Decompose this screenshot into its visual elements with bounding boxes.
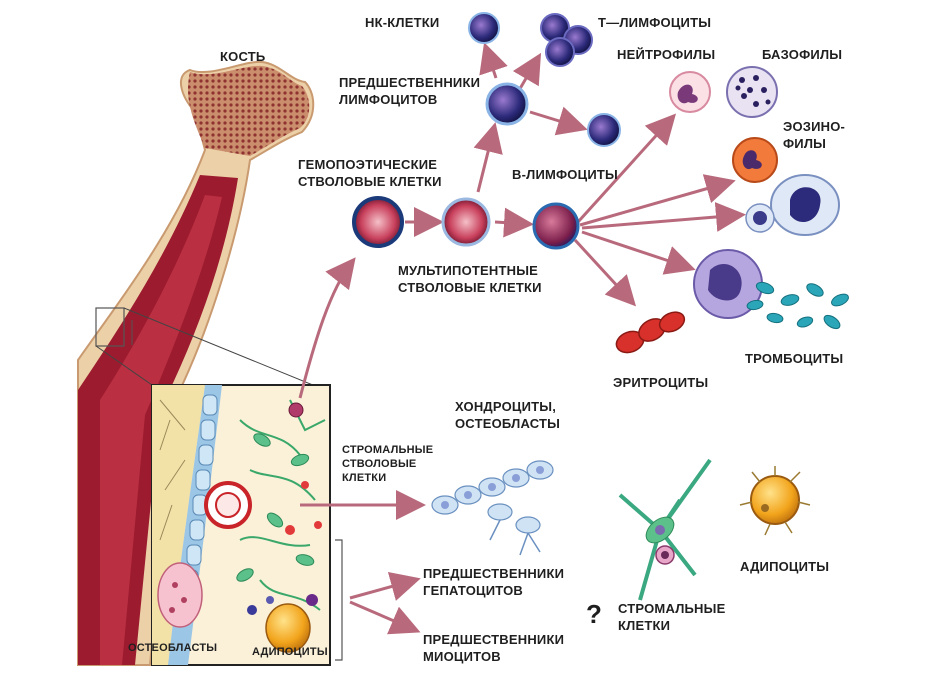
label-stromal-cells: СТРОМАЛЬНЫЕ КЛЕТКИ — [618, 601, 726, 633]
label-basophils: БАЗОФИЛЫ — [762, 47, 843, 62]
label-question-mark: ? — [586, 599, 603, 629]
label-chondrocytes-osteoblasts: ХОНДРОЦИТЫ, ОСТЕОБЛАСТЫ — [455, 399, 561, 431]
label-eosinophils: ЭОЗИНО- ФИЛЫ — [783, 119, 846, 151]
label-lymphocyte-precursors: ПРЕДШЕСТВЕННИКИ ЛИМФОЦИТОВ — [339, 75, 481, 107]
label-stromal-stem-cells: СТРОМАЛЬНЫЕ СТВОЛОВЫЕ КЛЕТКИ — [342, 444, 434, 484]
stromal-cells — [431, 458, 811, 601]
label-adipocytes: АДИПОЦИТЫ — [740, 559, 830, 574]
lineage-arrows — [298, 42, 746, 635]
label-neutrophils: НЕЙТРОФИЛЫ — [617, 47, 716, 62]
label-t-lymphocytes: Т—ЛИМФОЦИТЫ — [598, 15, 712, 30]
hematopoietic-cells — [352, 12, 849, 354]
label-b-lymphocytes: В-ЛИМФОЦИТЫ — [512, 167, 618, 182]
label-thrombocytes: ТРОМБОЦИТЫ — [745, 351, 844, 366]
label-hepatocyte-precursors: ПРЕДШЕСТВЕННИКИ ГЕПАТОЦИТОВ — [423, 566, 565, 598]
label-bone: КОСТЬ — [220, 49, 266, 64]
label-erythrocytes: ЭРИТРОЦИТЫ — [613, 375, 709, 390]
label-nk-cells: НК-КЛЕТКИ — [365, 15, 440, 30]
label-multipotent-stem-cells: МУЛЬТИПОТЕНТНЫЕ СТВОЛОВЫЕ КЛЕТКИ — [398, 263, 542, 295]
label-adipocytes-inset: АДИПОЦИТЫ — [252, 646, 328, 658]
label-hematopoietic-stem-cells: ГЕМОПОЭТИЧЕСКИЕ СТВОЛОВЫЕ КЛЕТКИ — [298, 157, 442, 189]
label-osteoblasts-inset: ОСТЕОБЛАСТЫ — [128, 642, 218, 654]
marrow-inset — [131, 320, 331, 666]
label-myocyte-precursors: ПРЕДШЕСТВЕННИКИ МИОЦИТОВ — [423, 632, 565, 664]
